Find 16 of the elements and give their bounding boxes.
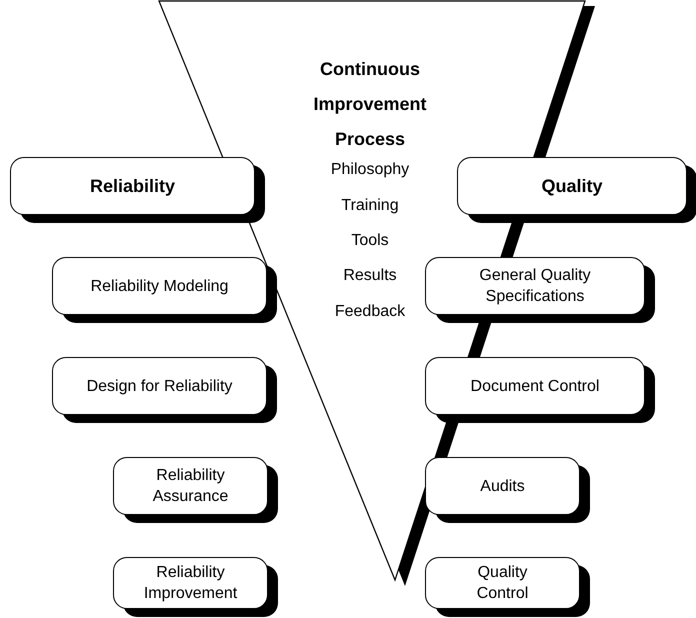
box-label: Reliability Modeling xyxy=(90,276,228,296)
heading: Continuous Improvement Process xyxy=(312,58,428,151)
box-label: General Quality Specifications xyxy=(478,266,592,307)
list-item: Feedback xyxy=(334,302,406,322)
box-heading: Reliability xyxy=(90,176,176,196)
box-label: Design for Reliability xyxy=(86,376,232,396)
list-item: Results xyxy=(342,266,398,286)
box-label: Audits xyxy=(480,476,525,496)
box-heading: Quality xyxy=(541,176,602,196)
list-item: Training xyxy=(340,196,400,216)
list-item: Tools xyxy=(350,231,390,251)
box-label: Reliability Improvement xyxy=(142,563,238,604)
box-label: Document Control xyxy=(470,376,600,396)
box-label: Quality Control xyxy=(476,563,530,604)
list-item: Philosophy xyxy=(330,160,410,180)
box-label: Reliability Assurance xyxy=(152,466,230,507)
